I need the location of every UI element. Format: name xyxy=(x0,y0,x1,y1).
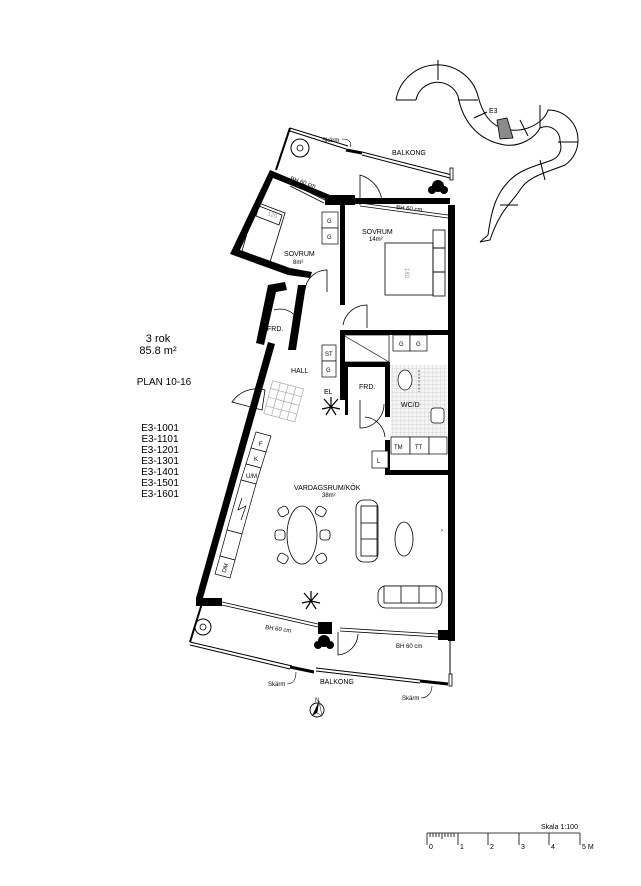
oven-micro-label: U/M xyxy=(246,474,257,480)
unit-id-list: E3-1001 E3-1101 E3-1201 E3-1301 E3-1401 … xyxy=(135,423,185,500)
doormat xyxy=(263,380,304,423)
room-name-hall: HALL xyxy=(291,368,309,375)
dining-table xyxy=(274,505,331,565)
compass-label: N xyxy=(315,698,319,704)
washer-label: TM xyxy=(394,445,403,451)
room-area-bedroom-large: 14m² xyxy=(369,237,383,243)
scale-tick-1: 1 xyxy=(460,844,464,851)
key-plan xyxy=(395,60,579,243)
bed-size-small: 120 xyxy=(266,211,278,220)
storage-label: ST xyxy=(325,352,333,358)
sofa-horizontal xyxy=(377,585,443,609)
bed-single xyxy=(241,201,286,263)
plant-icon xyxy=(301,397,341,610)
scale-bar xyxy=(426,832,581,845)
room-name-bedroom-small: SOVRUM xyxy=(284,251,315,258)
laundry-block xyxy=(371,436,448,469)
balcony-bottom xyxy=(189,599,453,687)
key-plan-label: E3 xyxy=(489,108,498,115)
coffee-table xyxy=(394,521,414,557)
unit-id: E3-1401 xyxy=(141,467,179,478)
wardrobe-label: G xyxy=(327,219,332,225)
unit-id: E3-1201 xyxy=(141,445,179,456)
room-name-closet-2: FRD. xyxy=(359,384,375,391)
scale-title: Skala 1:100 xyxy=(541,824,578,831)
scale-tick-2: 2 xyxy=(490,844,494,851)
shrub-icon xyxy=(314,180,448,649)
room-name-bedroom-large: SOVRUM xyxy=(362,229,393,236)
unit-id: E3-1501 xyxy=(141,478,179,489)
doors xyxy=(231,174,386,656)
room-name-bathroom: WC/D xyxy=(401,402,420,409)
wardrobe-label: G xyxy=(399,342,404,348)
electrical-label: EL xyxy=(324,389,333,396)
unit-id: E3-1001 xyxy=(141,423,179,434)
room-name-living-kitchen: VARDAGSRUM/KÖK xyxy=(294,484,361,492)
compass-icon xyxy=(309,700,325,718)
balcony-top-label: BALKONG xyxy=(392,150,426,157)
wardrobe-label: G xyxy=(326,368,331,374)
bed-double xyxy=(384,229,446,297)
windows xyxy=(221,182,449,638)
balcony-bottom-label: BALKONG xyxy=(320,679,354,686)
key-plan-highlight xyxy=(496,117,514,140)
bed-size-large: 180 xyxy=(403,268,409,279)
window-label-bottom-right: BH 60 cm xyxy=(396,644,422,650)
unit-id: E3-1301 xyxy=(141,456,179,467)
window-label-bottom-left: BH 60 cm xyxy=(265,625,292,635)
toilet-icon xyxy=(397,369,413,391)
unit-id: E3-1101 xyxy=(141,434,179,445)
linen-label: L xyxy=(377,459,381,465)
screen-top-label: Skärm xyxy=(322,138,339,144)
fridge-label: F xyxy=(259,442,263,448)
scale-tick-3: 3 xyxy=(521,844,525,851)
balcony-top xyxy=(275,127,454,181)
wardrobe-label: G xyxy=(416,342,421,348)
dishwasher-label: DM xyxy=(222,563,231,574)
stove-icon xyxy=(237,497,247,521)
unit-id: E3-1601 xyxy=(141,489,179,500)
room-name-closet-1: FRD. xyxy=(267,326,283,333)
scale-tick-4: 4 xyxy=(551,844,555,851)
wardrobe-label: G xyxy=(327,235,332,241)
room-area-bedroom-small: 8m² xyxy=(293,260,303,266)
scale-tick-0: 0 xyxy=(429,844,433,851)
screen-bottom-left-label: Skärm xyxy=(268,682,285,688)
freezer-label: K xyxy=(254,457,258,463)
area-label: 85.8 m² xyxy=(139,345,177,357)
scale-tick-5: 5 M xyxy=(582,844,594,851)
room-count-label: 3 rok xyxy=(145,333,171,345)
wardrobe-block xyxy=(321,211,428,378)
sofa-vertical xyxy=(355,499,379,563)
sink-icon xyxy=(430,407,445,424)
kitchen-units xyxy=(214,431,272,579)
room-area-living-kitchen: 38m² xyxy=(322,493,336,499)
plan-label: PLAN 10-16 xyxy=(136,377,192,388)
window-label-top-right: BH 60 cm xyxy=(396,205,423,214)
dryer-label: TT xyxy=(415,445,423,451)
tv-marker: › xyxy=(441,528,443,534)
screen-bottom-right-label: Skärm xyxy=(402,696,419,702)
